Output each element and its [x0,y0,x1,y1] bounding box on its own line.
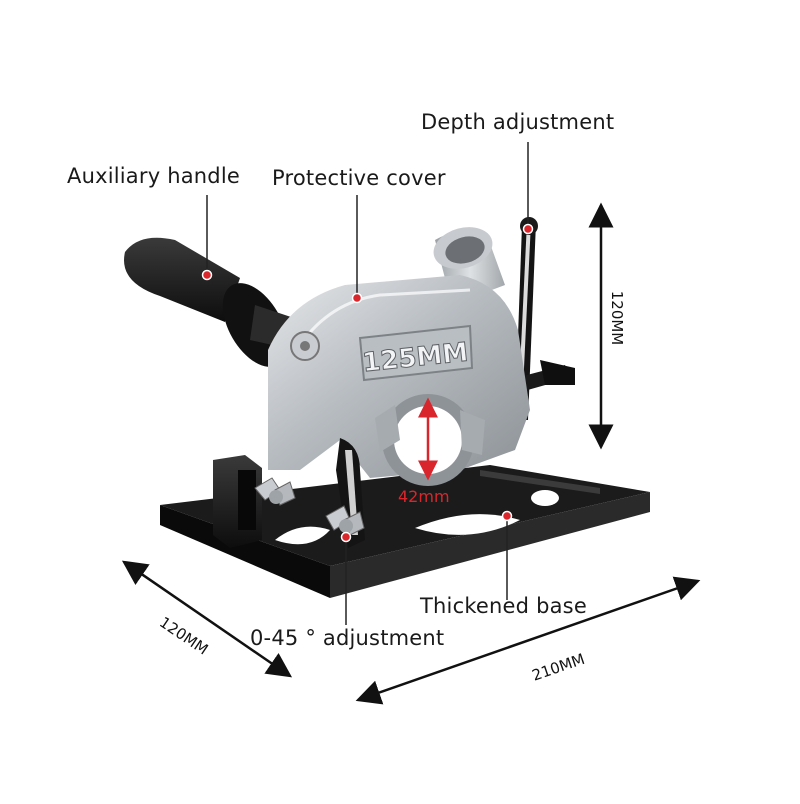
bore-dimension: 42mm [398,397,450,506]
marker-depth-adjustment [522,223,534,235]
callout-leaders [206,142,529,625]
left-bracket [213,455,262,548]
length-dimension-label: 210MM [530,650,587,685]
label-depth-adjustment: Depth adjustment [421,110,615,134]
label-auxiliary-handle: Auxiliary handle [67,164,240,188]
label-angle-adjustment: 0-45 ° adjustment [250,626,445,650]
height-dimension: 120MM [588,202,626,450]
label-thickened-base: Thickened base [420,594,587,618]
wing-nut-right [325,505,365,536]
marker-thickened-base [501,510,513,522]
protective-cover: 125MM [268,227,530,486]
label-protective-cover: Protective cover [272,166,446,190]
height-dimension-label: 120MM [608,291,626,346]
angle-adjustment-assembly [254,438,365,548]
callout-markers [201,223,534,543]
wing-nut-left [254,477,296,506]
width-dimension-label: 120MM [156,613,211,658]
marker-protective-cover [351,292,363,304]
marker-angle-adjustment [340,531,352,543]
marker-auxiliary-handle [201,269,213,281]
width-dimension: 120MM [121,560,293,678]
bore-dimension-label: 42mm [398,487,450,506]
